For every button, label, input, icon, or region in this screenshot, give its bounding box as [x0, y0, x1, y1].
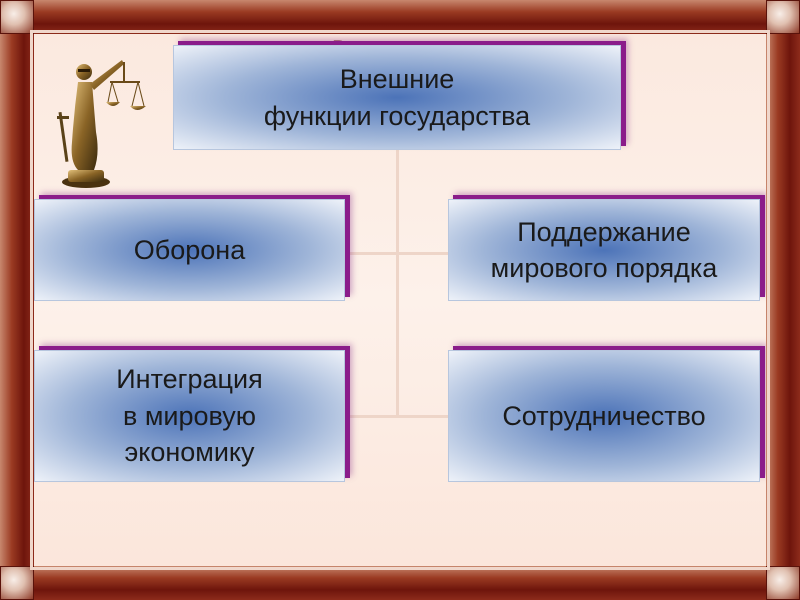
frame-left: [0, 0, 34, 600]
root-node-line: функции государства: [263, 100, 531, 131]
root-node-line: Внешние: [339, 64, 455, 95]
node-defense-label: Оборона: [133, 234, 246, 265]
frame-bottom: [0, 566, 800, 600]
root-node-external-functions: Внешние функции государства: [173, 45, 621, 150]
frame-top: [0, 0, 800, 34]
frame-corner: [766, 0, 800, 34]
node-integration: Интеграция в мировую экономику: [34, 350, 345, 482]
frame-inner-border: [30, 30, 770, 570]
connector-vertical: [396, 150, 399, 418]
node-integration-line: Интеграция: [116, 364, 263, 395]
node-integration-line: экономику: [124, 437, 255, 468]
node-world-order-line: мирового порядка: [490, 253, 718, 283]
node-integration-line: в мировую: [122, 400, 256, 431]
slide-canvas: В Внешн: [34, 34, 766, 566]
node-cooperation-label: Сотрудничество: [502, 400, 706, 431]
lady-justice-statue-icon: [57, 60, 146, 188]
connector-horizontal: [346, 252, 450, 255]
connector-horizontal: [346, 415, 450, 418]
frame-corner: [766, 566, 800, 600]
node-cooperation: Сотрудничество: [448, 350, 760, 482]
node-world-order: Поддержание мирового порядка: [448, 199, 760, 301]
frame-corner: [0, 566, 34, 600]
frame-corner: [0, 0, 34, 34]
node-defense: Оборона: [34, 199, 345, 301]
node-world-order-line: Поддержание: [517, 216, 691, 247]
frame-right: [766, 0, 800, 600]
